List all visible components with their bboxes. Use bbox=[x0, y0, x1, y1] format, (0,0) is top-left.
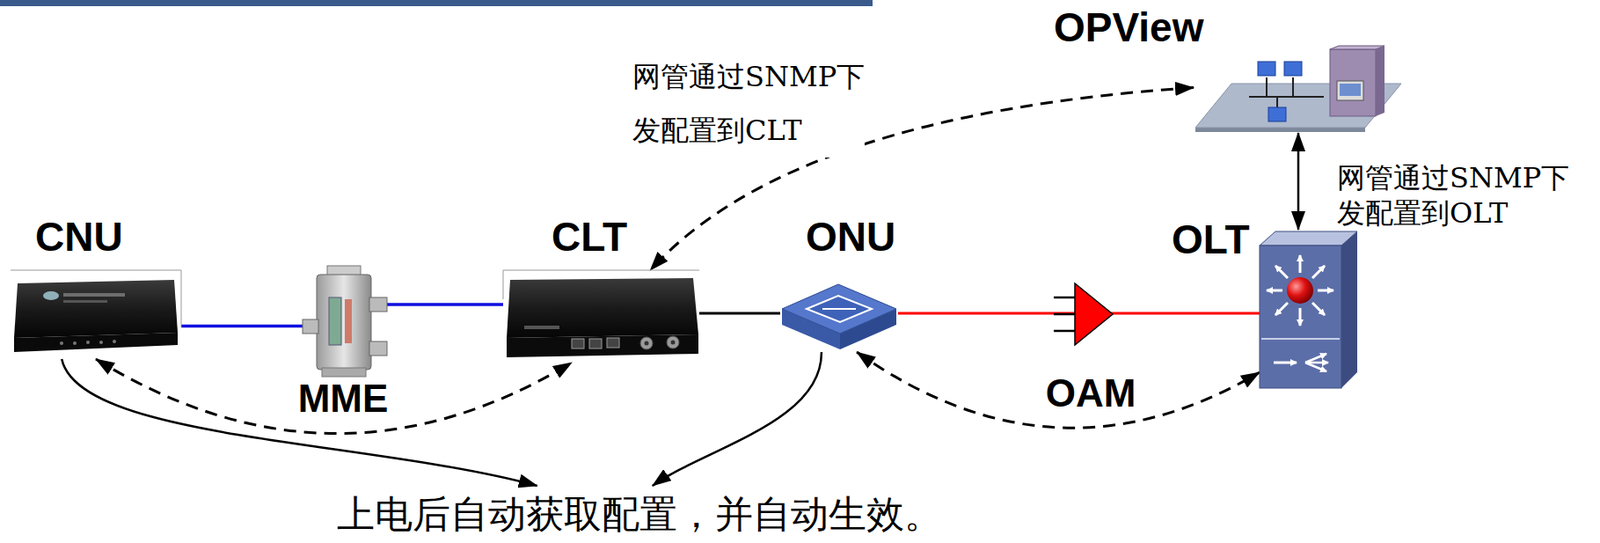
shape-line bbox=[1053, 313, 1075, 316]
shape-rect bbox=[589, 338, 602, 349]
shape-polygon bbox=[1074, 283, 1113, 345]
opview-station: OPView bbox=[1193, 45, 1403, 133]
shape-polygon bbox=[1341, 231, 1358, 388]
shape-line bbox=[1305, 362, 1327, 372]
shape-ellipse bbox=[43, 291, 59, 300]
shape-line bbox=[503, 270, 505, 300]
shape-line bbox=[1312, 265, 1325, 278]
shape-line bbox=[1305, 353, 1327, 363]
shape-rect bbox=[63, 292, 125, 297]
shape-rect bbox=[369, 297, 388, 312]
note-box: 上电后自动获取配置，并自动生效。 bbox=[336, 485, 944, 537]
onu-picture bbox=[781, 284, 897, 350]
shape-rect bbox=[606, 337, 620, 348]
shape-line bbox=[1275, 302, 1288, 315]
shape-line bbox=[1275, 265, 1288, 278]
shape-path bbox=[14, 279, 178, 338]
shape-rect bbox=[1336, 80, 1364, 101]
shape-polygon bbox=[1259, 231, 1358, 246]
shape-rect bbox=[1329, 49, 1376, 117]
shape-polygon bbox=[781, 284, 897, 334]
edge-label: OAM bbox=[1042, 372, 1140, 415]
olt-device: OLT bbox=[1259, 229, 1358, 388]
shape-path bbox=[506, 334, 699, 358]
amplifier-symbol bbox=[1053, 283, 1113, 345]
shape-rect bbox=[316, 274, 372, 370]
shape-circle bbox=[112, 339, 117, 344]
shape-rect bbox=[1339, 83, 1361, 96]
shape-line bbox=[1276, 96, 1279, 108]
shape-rect bbox=[571, 338, 585, 349]
shape-line bbox=[1312, 302, 1325, 315]
shape-rect bbox=[1268, 107, 1286, 122]
shape-path bbox=[506, 277, 699, 338]
shape-line bbox=[1299, 307, 1302, 326]
shape-rect bbox=[302, 319, 319, 334]
edge-label: 网管通过SNMP下 发配置到CLT bbox=[632, 50, 865, 158]
connector bbox=[95, 358, 572, 434]
shape-rect bbox=[1257, 61, 1276, 76]
shape-rect bbox=[1284, 61, 1302, 76]
shape-rect bbox=[328, 297, 342, 345]
device-label: OPView bbox=[1053, 5, 1204, 51]
shape-circle bbox=[99, 340, 103, 344]
shape-line bbox=[1265, 77, 1268, 97]
device-label: CNU bbox=[35, 214, 124, 260]
shape-line bbox=[1273, 361, 1297, 365]
shape-polygon bbox=[1329, 45, 1385, 50]
shape-line bbox=[10, 270, 182, 271]
shape-line bbox=[1317, 289, 1334, 293]
splitter-picture bbox=[302, 265, 388, 377]
device-label: CLT bbox=[551, 214, 628, 260]
edge-label: MME bbox=[294, 377, 393, 420]
shape-line bbox=[1292, 77, 1294, 97]
shape-polygon bbox=[1375, 45, 1385, 117]
clt-picture bbox=[503, 270, 700, 358]
shape-line bbox=[1053, 296, 1075, 300]
shape-line bbox=[1249, 95, 1324, 98]
shape-polygon bbox=[1195, 127, 1366, 132]
shape-line bbox=[503, 270, 700, 271]
shape-line bbox=[822, 307, 856, 310]
shape-line bbox=[1266, 289, 1283, 293]
shape-path bbox=[14, 332, 178, 352]
shape-line bbox=[1299, 255, 1302, 273]
shape-circle bbox=[640, 336, 653, 350]
edge-label: 网管通过SNMP下 发配置到OLT bbox=[1336, 160, 1570, 231]
connector bbox=[699, 312, 781, 315]
shape-circle bbox=[86, 340, 90, 344]
connector bbox=[652, 351, 822, 486]
shape-line bbox=[181, 270, 183, 328]
cnu-device: CNU bbox=[10, 270, 182, 359]
shape-rect bbox=[524, 325, 560, 329]
opview-picture bbox=[1195, 45, 1402, 132]
shape-circle bbox=[671, 340, 676, 345]
device-label: ONU bbox=[805, 214, 896, 260]
shape-circle bbox=[666, 336, 680, 349]
shape-circle bbox=[1286, 277, 1314, 304]
header-bar bbox=[0, 0, 873, 7]
shape-rect bbox=[369, 341, 388, 356]
shape-rect bbox=[321, 367, 366, 377]
shape-circle bbox=[59, 341, 64, 345]
shape-circle bbox=[644, 341, 650, 346]
shape-rect bbox=[63, 299, 108, 303]
onu-device: ONU bbox=[780, 280, 899, 352]
olt-picture bbox=[1259, 231, 1358, 388]
shape-polygon bbox=[806, 295, 872, 322]
device-label: OLT bbox=[1171, 217, 1250, 263]
cnu-picture bbox=[10, 270, 182, 352]
shape-line bbox=[1053, 329, 1075, 333]
shape-rect bbox=[344, 299, 352, 344]
shape-rect bbox=[1259, 245, 1342, 388]
clt-device: CLT bbox=[503, 270, 700, 363]
connector bbox=[1297, 132, 1301, 230]
note-text: 上电后自动获取配置，并自动生效。 bbox=[336, 492, 944, 536]
connector bbox=[61, 358, 538, 486]
shape-line bbox=[1261, 337, 1340, 340]
shape-circle bbox=[73, 341, 77, 345]
connector bbox=[856, 351, 1260, 428]
